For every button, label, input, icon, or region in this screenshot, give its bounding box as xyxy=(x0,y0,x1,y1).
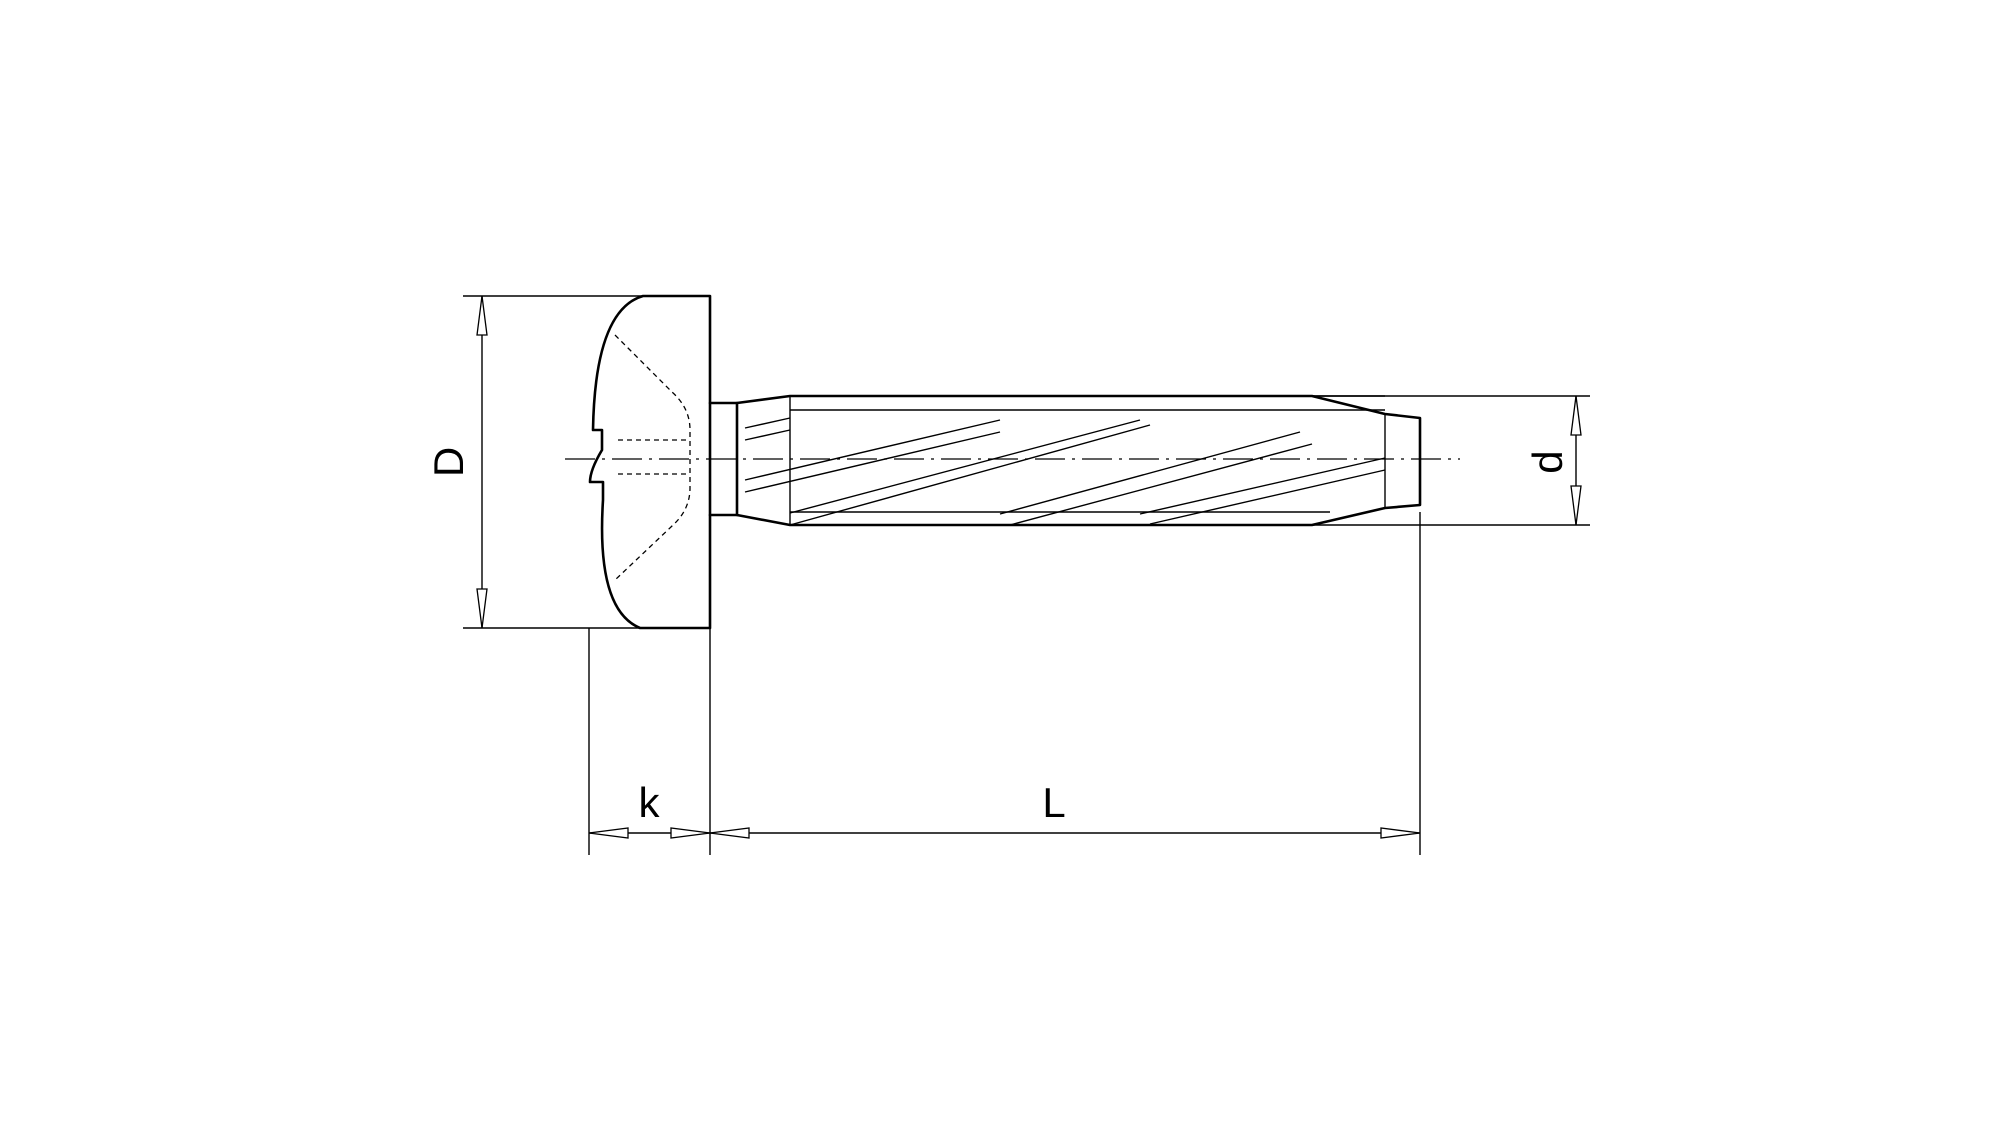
dimension-label-L: L xyxy=(1042,779,1065,826)
extension-lines xyxy=(463,295,1590,855)
head-recess-hidden-lines xyxy=(614,334,691,581)
screw-head xyxy=(588,294,712,630)
thread-helix-lines xyxy=(744,395,1386,526)
dimension-D: D xyxy=(425,295,488,629)
neck-outline xyxy=(708,401,739,517)
dimension-label-d: d xyxy=(1524,450,1571,473)
thread-body-outline xyxy=(735,394,1422,527)
dimension-k: k xyxy=(588,779,711,839)
dimension-d: d xyxy=(1524,395,1582,526)
head-outline xyxy=(588,294,712,630)
dimension-label-D: D xyxy=(425,447,472,477)
screw-shank xyxy=(708,394,1422,527)
slot-hidden-lines xyxy=(618,439,690,475)
dimension-L: L xyxy=(709,779,1421,839)
dimension-label-k: k xyxy=(639,779,661,826)
